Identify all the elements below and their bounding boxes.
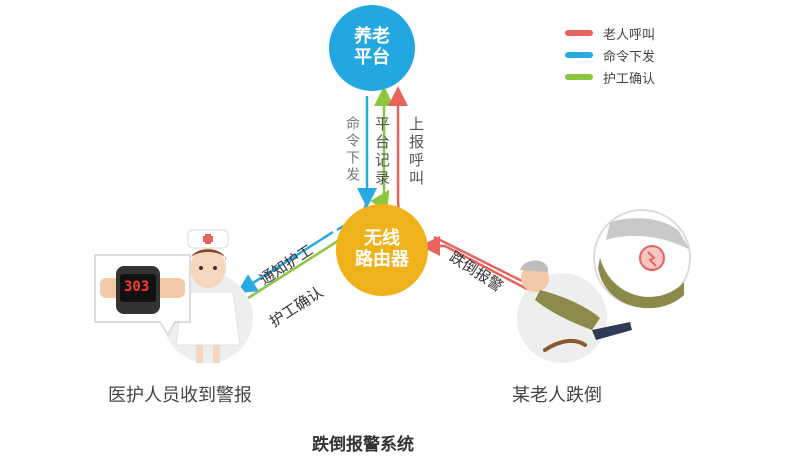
command-label: 命令下发 <box>344 116 360 184</box>
pain-bubble <box>593 209 691 309</box>
legend-label-call: 老人呼叫 <box>603 27 656 43</box>
elder-caption: 某老人跌倒 <box>512 385 602 406</box>
diagram-title: 跌倒报警系统 <box>312 435 414 455</box>
notify-arrow <box>236 230 334 294</box>
watch-display: 303 <box>124 279 150 295</box>
platform-label-2: 平台 <box>354 47 390 68</box>
legend-item: 护工确认 <box>565 66 655 88</box>
legend-swatch-call <box>565 30 593 36</box>
fall-alarm-arrow <box>420 236 549 302</box>
legend-label-command: 命令下发 <box>603 49 656 65</box>
report-label: 上报呼叫 <box>407 116 425 188</box>
router-label-2: 路由器 <box>355 249 409 270</box>
platform-node: 养老 平台 <box>329 5 415 91</box>
legend-item: 老人呼叫 <box>565 22 655 44</box>
router-label-1: 无线 <box>364 228 400 250</box>
legend: 老人呼叫 命令下发 护工确认 <box>565 22 655 88</box>
record-label: 平台记录 <box>373 116 391 188</box>
staff-caption: 医护人员收到警报 <box>108 385 252 406</box>
legend-item: 命令下发 <box>565 44 655 66</box>
elder-illustration <box>517 260 632 363</box>
watch-bubble <box>94 254 191 338</box>
legend-swatch-confirm <box>565 74 593 80</box>
platform-label-1: 养老 <box>354 26 390 48</box>
router-node: 无线 路由器 <box>336 204 428 296</box>
legend-swatch-command <box>565 52 593 58</box>
legend-label-confirm: 护工确认 <box>603 71 656 87</box>
